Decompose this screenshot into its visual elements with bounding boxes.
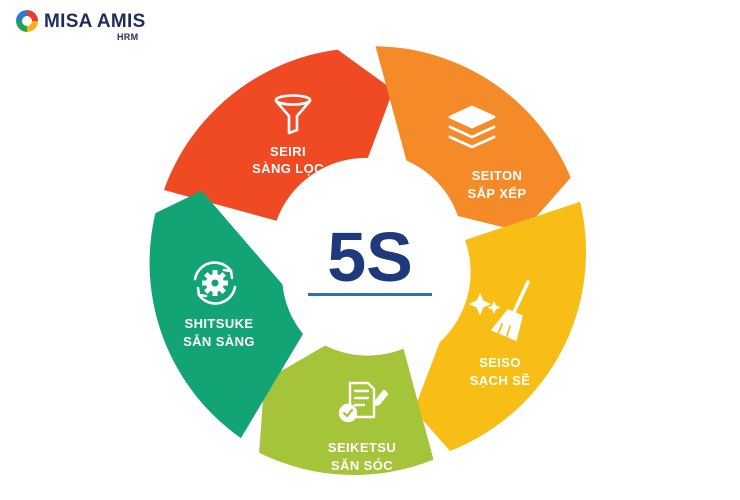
segment-shitsuke-title: SHITSUKE bbox=[185, 316, 254, 331]
segment-seiton-shape bbox=[375, 46, 571, 233]
segment-seiri-shape bbox=[163, 49, 394, 221]
center-title: 5S bbox=[327, 218, 413, 296]
segment-seiton-subtitle: SẮP XẾP bbox=[468, 186, 527, 201]
center-circle bbox=[278, 161, 462, 345]
segment-seiketsu-subtitle: SĂN SÓC bbox=[331, 458, 393, 473]
segment-shitsuke: SHITSUKE SẴN SÀNG bbox=[149, 190, 303, 439]
segment-seiri-title: SEIRI bbox=[270, 144, 306, 159]
checklist-icon bbox=[338, 381, 389, 423]
segment-seiketsu-title: SEIKETSU bbox=[328, 440, 396, 455]
segment-seiri-subtitle: SÀNG LỌC bbox=[252, 161, 324, 176]
gear-cycle-icon bbox=[193, 261, 237, 305]
brand-logo-mark-icon bbox=[16, 10, 38, 32]
center-hub: 5S bbox=[278, 161, 462, 345]
segment-seiso-subtitle: SẠCH SẼ bbox=[470, 373, 531, 388]
segment-seiketsu: SEIKETSU SĂN SÓC bbox=[259, 345, 434, 475]
segment-shitsuke-shape bbox=[149, 190, 303, 439]
segment-seiso-title: SEISO bbox=[479, 355, 521, 370]
segment-seiri: SEIRI SÀNG LỌC bbox=[163, 49, 394, 221]
layers-icon bbox=[448, 105, 496, 149]
broom-icon bbox=[469, 280, 530, 341]
center-underline bbox=[308, 293, 432, 296]
segment-shitsuke-subtitle: SẴN SÀNG bbox=[183, 334, 255, 349]
brand-name: MISA AMIS bbox=[44, 11, 146, 32]
segment-seiton: SEITON SẮP XẾP bbox=[375, 46, 571, 233]
segment-seiton-title: SEITON bbox=[472, 168, 523, 183]
funnel-icon bbox=[274, 94, 312, 135]
brand-logo: MISA AMIS HRM bbox=[14, 8, 146, 48]
segment-seiso: SEISO SẠCH SẼ bbox=[414, 201, 587, 451]
brand-subtitle: HRM bbox=[117, 32, 139, 42]
